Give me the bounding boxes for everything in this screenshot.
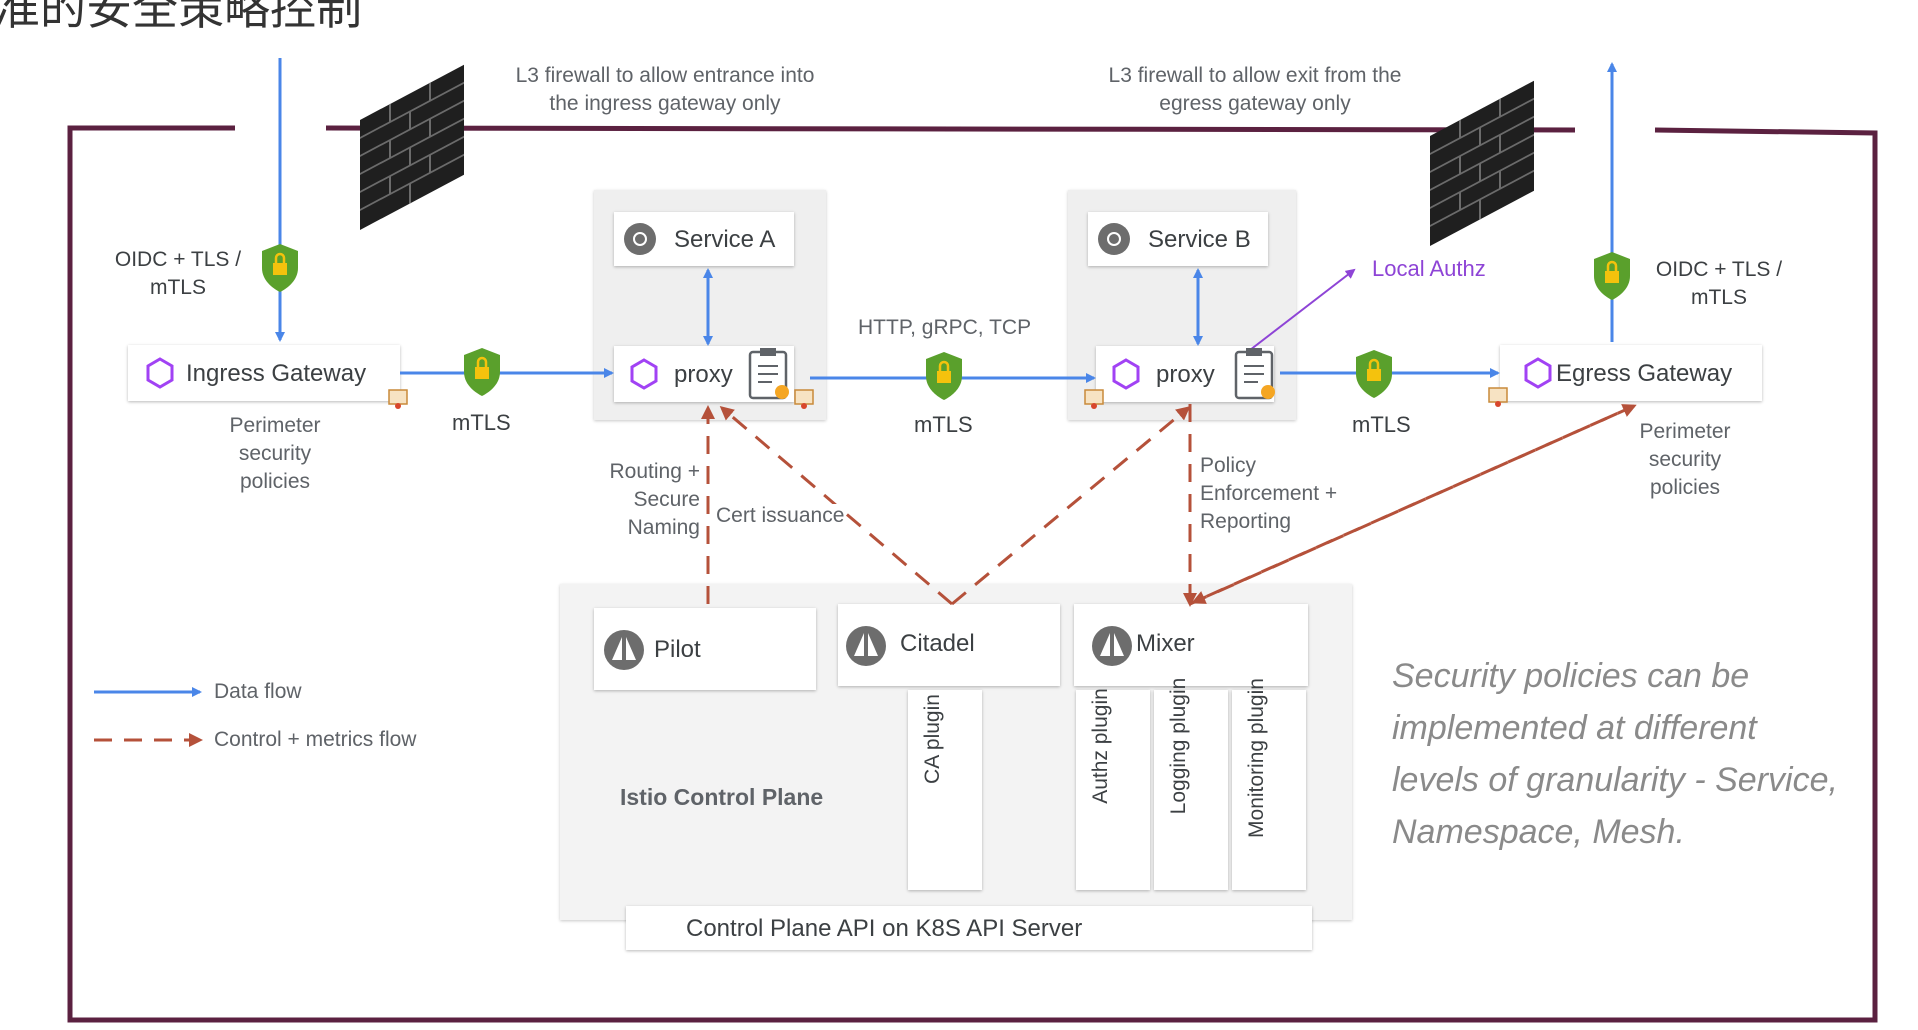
sail-icon [1092, 626, 1132, 666]
authz-plugin-column[interactable] [1076, 690, 1150, 890]
egress-gateway-card[interactable]: Egress Gateway [1500, 345, 1762, 401]
routing-label: Routing + Secure Naming [609, 460, 700, 539]
control-plane-title: Istio Control Plane [620, 784, 824, 810]
gear-icon [1098, 223, 1130, 255]
clipboard-check-icon [748, 346, 791, 401]
mtls-label-3: mTLS [1352, 412, 1411, 437]
sail-icon [846, 626, 886, 666]
granularity-note: Security policies can be implemented at … [1392, 657, 1838, 851]
service-a-card[interactable]: Service A [614, 212, 794, 266]
k8s-api-bar[interactable]: Control Plane API on K8S API Server [626, 906, 1312, 950]
legend-control-flow: Control + metrics flow [214, 728, 417, 751]
sail-icon [604, 630, 644, 670]
local-authz-label: Local Authz [1372, 256, 1486, 281]
monitoring-plugin-column[interactable] [1232, 690, 1306, 890]
ingress-policies-label: Perimeter security policies [229, 414, 321, 493]
ingress-gateway-label: Ingress Gateway [186, 360, 367, 387]
service-b-label: Service B [1148, 226, 1251, 253]
hexagon-icon [146, 357, 174, 389]
egress-auth-label: OIDC + TLS / mTLS [1655, 258, 1783, 309]
gear-icon [624, 223, 656, 255]
legend-data-flow: Data flow [214, 680, 302, 703]
cert-issuance-label: Cert issuance [716, 504, 845, 528]
mixer-label: Mixer [1136, 630, 1195, 657]
k8s-api-label: Control Plane API on K8S API Server [686, 915, 1083, 942]
certificate-icon [1084, 389, 1104, 410]
mtls-label-2: mTLS [914, 412, 973, 437]
hexagon-icon [1112, 358, 1140, 390]
shield-lock-icon [462, 346, 502, 398]
hexagon-icon [1524, 357, 1552, 389]
mtls-label-1: mTLS [452, 410, 511, 435]
shield-lock-icon [1592, 250, 1632, 302]
shield-lock-icon [924, 350, 964, 402]
service-a-label: Service A [674, 226, 776, 253]
proxy-b-label: proxy [1156, 361, 1215, 388]
certificate-icon [1488, 387, 1508, 408]
certificate-icon [794, 389, 814, 410]
shield-lock-icon [260, 242, 300, 294]
logging-plugin-column[interactable] [1154, 690, 1228, 890]
protocols-label: HTTP, gRPC, TCP [858, 316, 1032, 339]
service-b-card[interactable]: Service B [1088, 212, 1268, 266]
proxy-a-label: proxy [674, 361, 733, 388]
egress-policies-label: Perimeter security policies [1639, 420, 1731, 499]
certificate-icon [388, 389, 408, 410]
page-title-fragment: 准的安全策略控制 [0, 0, 362, 35]
egress-gateway-label: Egress Gateway [1556, 360, 1733, 387]
firewall-right-note: L3 firewall to allow exit from the egres… [1108, 64, 1402, 115]
shield-lock-icon [1354, 348, 1394, 400]
hexagon-icon [630, 358, 658, 390]
ca-plugin-column[interactable] [908, 690, 982, 890]
citadel-label: Citadel [900, 630, 975, 657]
policy-label: Policy Enforcement + Reporting [1200, 454, 1338, 533]
pilot-label: Pilot [654, 636, 701, 663]
ingress-auth-label: OIDC + TLS / mTLS [114, 248, 242, 299]
firewall-left-note: L3 firewall to allow entrance into the i… [515, 64, 815, 115]
clipboard-check-icon [1234, 346, 1277, 401]
